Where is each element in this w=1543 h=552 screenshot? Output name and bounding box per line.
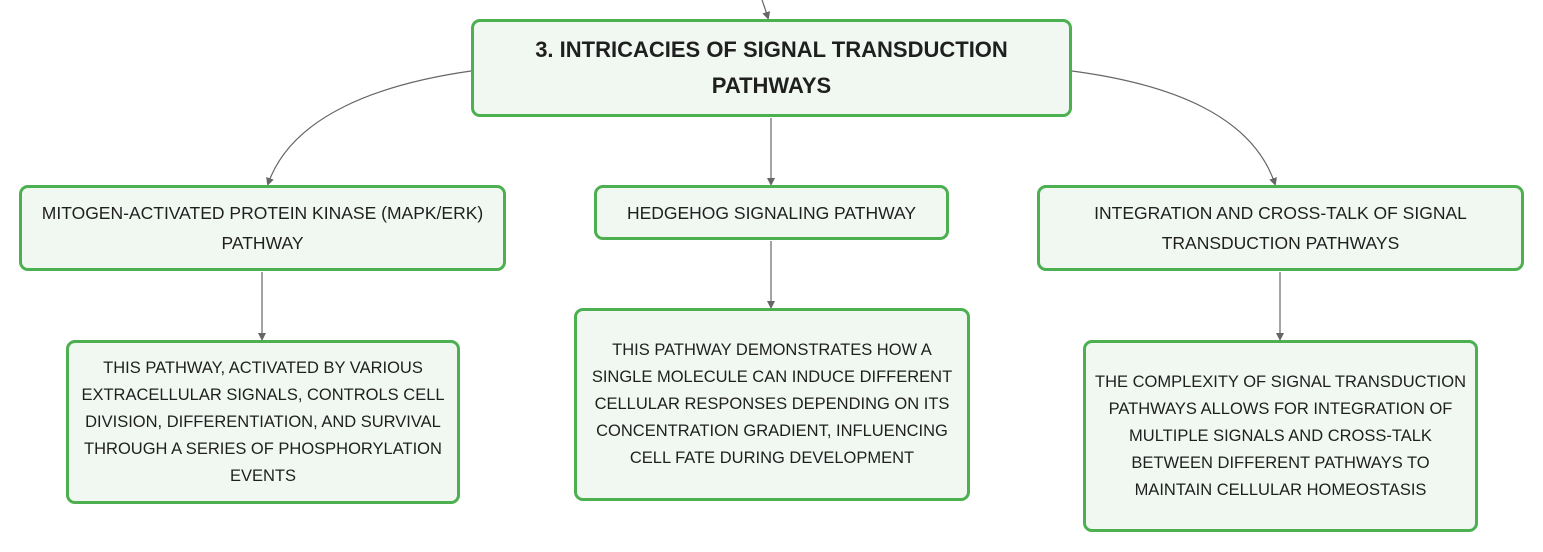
incoming-connector — [761, 0, 771, 20]
root-to-mapk-connector — [266, 70, 472, 186]
mapk-pathway-node[interactable]: MITOGEN-ACTIVATED PROTEIN KINASE (MAPK/E… — [19, 185, 506, 271]
mapk-detail-text: THIS PATHWAY, ACTIVATED BY VARIOUS EXTRA… — [81, 358, 445, 485]
hedgehog-pathway-node[interactable]: HEDGEHOG SIGNALING PATHWAY — [594, 185, 949, 240]
mapk-pathway-label: MITOGEN-ACTIVATED PROTEIN KINASE (MAPK/E… — [41, 203, 484, 253]
root-to-integration-connector — [1071, 70, 1277, 186]
root-topic-node[interactable]: 3. INTRICACIES OF SIGNAL TRANSDUCTION PA… — [471, 19, 1072, 117]
root-topic-label: 3. INTRICACIES OF SIGNAL TRANSDUCTION PA… — [535, 37, 1008, 98]
hedgehog-pathway-label: HEDGEHOG SIGNALING PATHWAY — [626, 202, 917, 223]
integration-detail-text: THE COMPLEXITY OF SIGNAL TRANSDUCTION PA… — [1094, 372, 1466, 499]
integration-crosstalk-node[interactable]: INTEGRATION AND CROSS-TALK OF SIGNAL TRA… — [1037, 185, 1524, 271]
integration-crosstalk-label: INTEGRATION AND CROSS-TALK OF SIGNAL TRA… — [1094, 203, 1467, 253]
hedgehog-detail-text: THIS PATHWAY DEMONSTRATES HOW A SINGLE M… — [591, 341, 953, 467]
mapk-detail-node[interactable]: THIS PATHWAY, ACTIVATED BY VARIOUS EXTRA… — [66, 340, 460, 504]
integration-detail-node[interactable]: THE COMPLEXITY OF SIGNAL TRANSDUCTION PA… — [1083, 340, 1478, 532]
hedgehog-detail-node[interactable]: THIS PATHWAY DEMONSTRATES HOW A SINGLE M… — [574, 308, 970, 501]
